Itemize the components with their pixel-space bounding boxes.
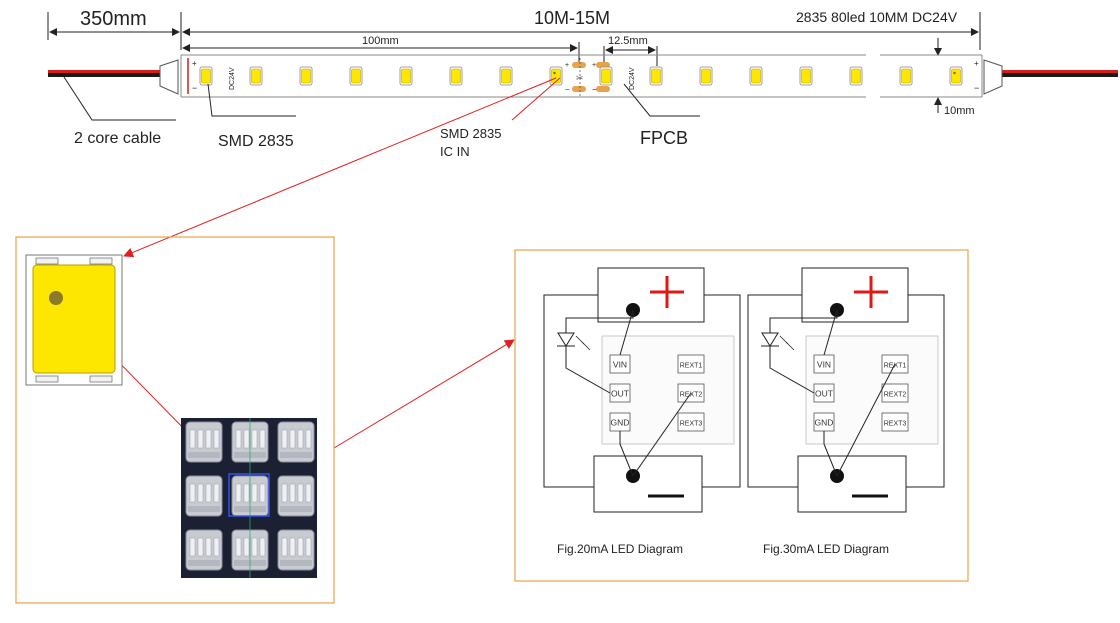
smd-2835-led	[849, 66, 863, 86]
pin-vin: VIN	[609, 354, 631, 374]
smd-callout: SMD 2835	[218, 133, 294, 150]
cut-mark: ✂ + + − −	[565, 58, 610, 96]
smd-2835-led	[949, 66, 963, 86]
cut-minus-left: −	[565, 85, 570, 94]
strip-minus-left: −	[192, 83, 197, 93]
smd-2835-led	[699, 66, 713, 86]
left-cable	[48, 59, 179, 95]
smd-2835-led	[649, 66, 663, 86]
smd-2835-led	[749, 66, 763, 86]
strip-width-label: 10mm	[944, 105, 975, 117]
svg-text:REXT3: REXT3	[680, 421, 703, 428]
smd-2835-chip	[25, 254, 123, 386]
chip-photo-cell	[277, 529, 315, 571]
smd-2835-led	[899, 66, 913, 86]
voltage-label-mid: DC24V	[629, 67, 636, 90]
strip-length-label: 10M-15M	[534, 8, 610, 28]
svg-text:REXT2: REXT2	[884, 392, 907, 399]
svg-text:VIN: VIN	[817, 360, 831, 370]
svg-text:REXT1: REXT1	[680, 363, 703, 370]
right-cable	[983, 59, 1118, 95]
led-chip-photo	[181, 418, 317, 578]
chip-photo-cell	[277, 421, 315, 463]
smd-2835-led	[549, 66, 563, 86]
smd-ic-callout-line1: SMD 2835	[440, 126, 501, 141]
pin-rext3: REXT3	[677, 412, 705, 432]
voltage-label-left: DC24V	[229, 67, 236, 90]
led-symbol	[557, 332, 591, 351]
smd-2835-led	[799, 66, 813, 86]
pin-out: OUT	[813, 383, 835, 403]
chip-photo-cell	[185, 529, 223, 571]
smd-2835-led	[299, 66, 313, 86]
smd-2835-led	[499, 66, 513, 86]
chip-photo-cell	[277, 475, 315, 517]
svg-text:REXT3: REXT3	[884, 421, 907, 428]
smd-2835-led	[599, 66, 613, 86]
strip-plus-right: +	[974, 59, 979, 68]
led-strip: + − DC24V DC24V ✂ + + − − + −	[180, 54, 983, 98]
svg-text:GND: GND	[611, 418, 630, 428]
callouts: 2 core cable SMD 2835 FPCB SMD 2835 IC I…	[63, 76, 700, 159]
top-dimensions: 350mm 10M-15M 2835 80led 10MM DC24V 100m…	[47, 8, 981, 117]
led-chips	[199, 66, 963, 86]
pin-rext2: REXT2	[881, 383, 909, 403]
cut-plus-right: +	[592, 62, 596, 69]
pin-gnd: GND	[813, 412, 835, 432]
pin-vin: VIN	[813, 354, 835, 374]
cable-callout: 2 core cable	[74, 130, 161, 147]
strip-spec-label: 2835 80led 10MM DC24V	[796, 9, 958, 25]
smd-2835-led	[199, 66, 213, 86]
svg-text:REXT2: REXT2	[680, 392, 703, 399]
strip-minus-right: −	[974, 83, 979, 93]
fpcb-callout: FPCB	[640, 128, 688, 148]
fig30-caption: Fig.30mA LED Diagram	[763, 542, 889, 556]
svg-text:OUT: OUT	[815, 389, 833, 399]
svg-text:GND: GND	[815, 418, 834, 428]
cable-length-label: 350mm	[80, 8, 147, 30]
svg-text:OUT: OUT	[611, 389, 629, 399]
scissors-icon: ✂	[576, 73, 584, 83]
chip-photo-cell	[185, 421, 223, 463]
smd-ic-callout-line2: IC IN	[440, 144, 470, 159]
pin-out: OUT	[609, 383, 631, 403]
svg-text:REXT1: REXT1	[884, 363, 907, 370]
cut-plus-left: +	[565, 62, 569, 69]
led-symbol	[761, 332, 795, 351]
fig20-caption: Fig.20mA LED Diagram	[557, 542, 683, 556]
smd-2835-led	[249, 66, 263, 86]
smd-2835-led	[399, 66, 413, 86]
cut-minus-right: −	[592, 85, 597, 94]
pin-rext3: REXT3	[881, 412, 909, 432]
smd-2835-led	[349, 66, 363, 86]
chip-detail-frame	[15, 236, 335, 604]
pin-rext1: REXT1	[677, 354, 705, 374]
pin-gnd: GND	[609, 412, 631, 432]
chip-photo-cell	[185, 475, 223, 517]
svg-text:VIN: VIN	[613, 360, 627, 370]
segment-length-label: 100mm	[362, 35, 399, 47]
led-pitch-label: 12.5mm	[608, 35, 648, 47]
smd-2835-led	[449, 66, 463, 86]
strip-plus-left: +	[192, 59, 197, 68]
